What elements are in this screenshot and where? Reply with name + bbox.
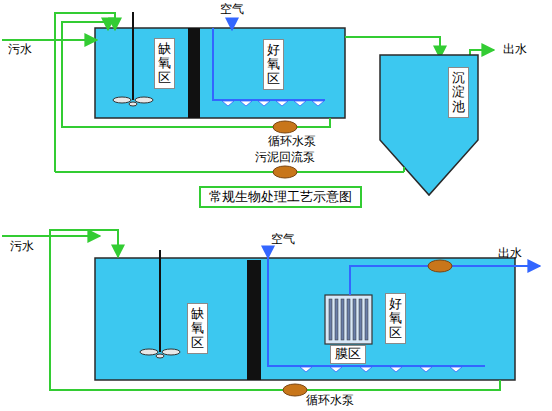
outlet-pipe: [350, 260, 540, 295]
caption: 常规生物处理工艺示意图: [199, 186, 362, 208]
pump: [273, 121, 297, 133]
baffle: [188, 28, 200, 118]
mbr-tank: [95, 258, 515, 380]
pump: [283, 384, 307, 396]
zone-label: 好氧区: [267, 43, 280, 86]
zone-box: 好氧区: [263, 39, 284, 90]
baffle: [247, 260, 261, 380]
air-pipe: [213, 19, 325, 106]
mixer: [140, 250, 180, 358]
pump: [273, 166, 297, 178]
zone-box: 缺氧区: [154, 38, 175, 89]
zone-label: 缺氧区: [191, 307, 204, 350]
flow-lines: [2, 230, 500, 390]
zone-label: 膜区: [335, 347, 361, 362]
zone-label: 缺氧区: [158, 42, 171, 85]
settling-tank: [380, 55, 478, 195]
process-label: 出水: [503, 43, 527, 57]
process-label: 循环水泵: [306, 394, 354, 408]
zone-label: 沉淀池: [452, 71, 465, 114]
membrane-module: [325, 295, 372, 344]
process-label: 污水: [8, 43, 32, 57]
process-label: 出水: [498, 247, 522, 261]
process-label: 循环水泵: [268, 135, 316, 149]
process-label: 污泥回流泵: [255, 151, 315, 165]
process-label: 空气: [220, 3, 244, 17]
zone-label: 好氧区: [389, 297, 402, 340]
zone-box: 沉淀池: [448, 67, 469, 118]
process-label: 空气: [271, 233, 295, 247]
mixer: [113, 12, 153, 106]
zone-box: 好氧区: [385, 293, 406, 344]
process-label: 污水: [10, 240, 34, 254]
membrane-label-box: 膜区: [330, 345, 366, 364]
air-pipe: [268, 246, 485, 372]
zone-box: 缺氧区: [187, 303, 208, 354]
